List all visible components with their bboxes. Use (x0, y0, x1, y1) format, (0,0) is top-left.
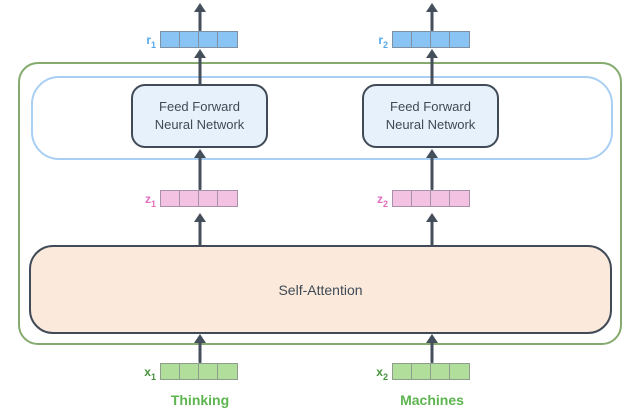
vector-cell (393, 32, 412, 47)
arrow-r1-output (194, 3, 207, 31)
feed-forward-box-2: Feed Forward Neural Network (362, 84, 499, 148)
label-z2: z2 (376, 192, 388, 210)
feed-forward-layer-outline-box (31, 76, 613, 160)
arrow-head-icon (426, 213, 438, 222)
vector-cell (180, 364, 199, 379)
vector-cell (393, 191, 412, 206)
vector-cell (218, 191, 237, 206)
self-attention-label: Self-Attention (278, 281, 363, 298)
arrow-head-icon (194, 149, 206, 158)
vector-cell (412, 191, 431, 206)
label-r1: r1 (146, 33, 156, 51)
label-x1: x1 (144, 365, 156, 383)
vector-r1 (160, 31, 238, 48)
vector-cell (431, 191, 450, 206)
arrow-x1-to-attention (194, 334, 207, 363)
vector-cell (161, 32, 180, 47)
vector-cell (450, 364, 469, 379)
feed-forward-box-2-line1: Feed Forward (390, 99, 471, 114)
arrow-z1-to-ffn1 (194, 149, 207, 190)
arrow-head-icon (426, 149, 438, 158)
label-r2: r2 (378, 33, 388, 51)
vector-cell (199, 32, 218, 47)
vector-cell (161, 364, 180, 379)
feed-forward-box-1: Feed Forward Neural Network (131, 84, 268, 148)
vector-cell (180, 32, 199, 47)
vector-r2 (392, 31, 470, 48)
self-attention-box: Self-Attention (29, 245, 612, 334)
label-z1: z1 (144, 192, 156, 210)
vector-x2 (392, 363, 470, 380)
token-word-1: Thinking (170, 392, 230, 408)
vector-z1 (160, 190, 238, 207)
vector-cell (161, 191, 180, 206)
vector-cell (412, 364, 431, 379)
vector-cell (180, 191, 199, 206)
vector-cell (412, 32, 431, 47)
arrow-r2-output (426, 3, 439, 31)
encoder-outline-box (18, 62, 622, 345)
feed-forward-box-1-line1: Feed Forward (159, 99, 240, 114)
arrow-z2-to-ffn2 (426, 149, 439, 190)
feed-forward-box-1-line2: Neural Network (154, 117, 245, 132)
arrow-head-icon (194, 334, 206, 343)
label-x2: x2 (376, 365, 388, 383)
vector-cell (199, 191, 218, 206)
vector-cell (450, 191, 469, 206)
arrow-head-icon (194, 213, 206, 222)
arrow-head-icon (194, 49, 206, 58)
token-word-2: Machines (400, 392, 464, 408)
vector-x1 (160, 363, 238, 380)
vector-cell (218, 364, 237, 379)
arrow-attention-to-z1 (194, 213, 207, 246)
vector-cell (218, 32, 237, 47)
arrow-attention-to-z2 (426, 213, 439, 246)
vector-z2 (392, 190, 470, 207)
arrow-head-icon (426, 334, 438, 343)
vector-cell (431, 32, 450, 47)
arrow-ffn2-to-r2 (426, 49, 439, 85)
feed-forward-box-2-line2: Neural Network (385, 117, 476, 132)
arrow-head-icon (426, 3, 438, 12)
vector-cell (450, 32, 469, 47)
arrow-ffn1-to-r1 (194, 49, 207, 85)
vector-cell (393, 364, 412, 379)
arrow-head-icon (426, 49, 438, 58)
arrow-head-icon (194, 3, 206, 12)
arrow-x2-to-attention (426, 334, 439, 363)
vector-cell (199, 364, 218, 379)
vector-cell (431, 364, 450, 379)
